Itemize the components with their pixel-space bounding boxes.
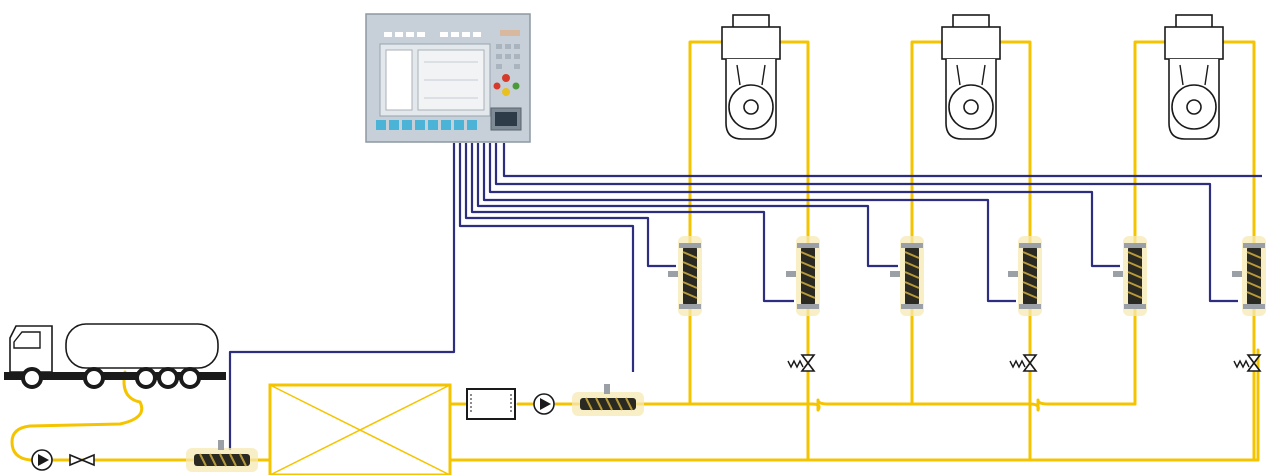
main-flowmeter bbox=[571, 383, 645, 417]
flowmeter-in-3 bbox=[1112, 235, 1148, 317]
supply-valve-icon bbox=[69, 453, 95, 467]
flowmeter-out-3 bbox=[1231, 235, 1267, 317]
engine-2 bbox=[941, 14, 1001, 140]
separator-tank bbox=[268, 383, 452, 475]
control-panel[interactable] bbox=[365, 13, 531, 143]
flowmeter-in-1 bbox=[667, 235, 703, 317]
inlet-flowmeter bbox=[185, 439, 259, 473]
flowmeter-out-1 bbox=[785, 235, 821, 317]
filter-box bbox=[466, 388, 516, 420]
supply-pump-icon bbox=[31, 449, 53, 471]
booster-pump-icon bbox=[533, 393, 555, 415]
flowmeter-in-2 bbox=[889, 235, 925, 317]
flowmeter-out-2 bbox=[1007, 235, 1043, 317]
signal-cable-bundle bbox=[228, 143, 1262, 450]
engine-3 bbox=[1164, 14, 1224, 140]
tanker-truck-icon bbox=[4, 323, 226, 389]
pressure-valve-2 bbox=[1009, 354, 1037, 372]
engine-1 bbox=[721, 14, 781, 140]
pressure-valve-3 bbox=[1233, 354, 1261, 372]
pressure-valve-1 bbox=[787, 354, 815, 372]
